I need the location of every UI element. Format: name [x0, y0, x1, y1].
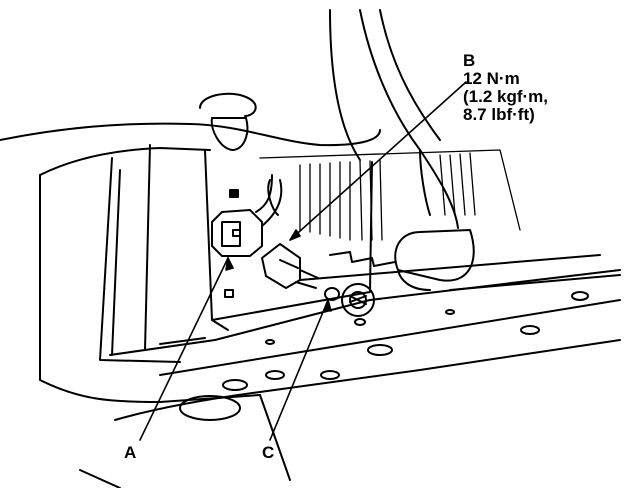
callout-a-label: A: [124, 443, 137, 462]
torque-nm: 12 N·m: [463, 69, 520, 88]
upper-hose: [329, 9, 475, 291]
o-ring-c: [324, 287, 340, 301]
callout-b-letter: B: [463, 51, 476, 70]
threaded-port: [341, 283, 375, 317]
cross-member: [109, 251, 621, 376]
connector-a: [211, 174, 283, 257]
mount-bolt: [199, 92, 257, 151]
subframe: [79, 291, 621, 488]
radiator-grille: [259, 149, 521, 241]
transmission-case: [0, 122, 381, 403]
sensor-b: [261, 243, 319, 289]
torque-kgfm: (1.2 kgf·m,: [463, 87, 549, 106]
torque-lbfft: 8.7 lbf·ft): [463, 105, 535, 124]
sensor-housing: [204, 149, 373, 331]
callout-leaders: [139, 81, 467, 441]
callout-c-label: C: [262, 443, 275, 462]
callout-b-label: B 12 N·m (1.2 kgf·m, 8.7 lbf·ft): [463, 52, 548, 124]
